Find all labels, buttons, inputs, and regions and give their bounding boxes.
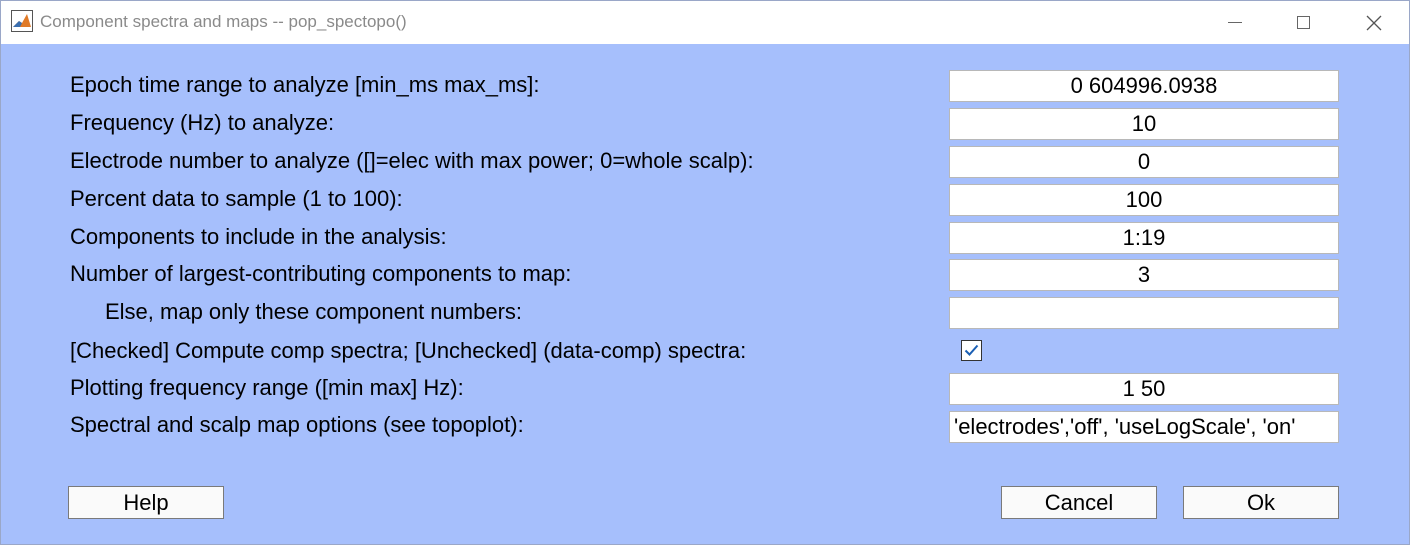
plot-frequency-range-input[interactable]: 1 50 (949, 373, 1339, 405)
epoch-range-label: Epoch time range to analyze [min_ms max_… (70, 72, 540, 97)
components-include-input[interactable]: 1:19 (949, 222, 1339, 254)
compute-spectra-label: [Checked] Compute comp spectra; [Uncheck… (70, 338, 747, 363)
topoplot-options-label: Spectral and scalp map options (see topo… (70, 412, 524, 437)
frequency-input[interactable]: 10 (949, 108, 1339, 140)
percent-data-input[interactable]: 100 (949, 184, 1339, 216)
percent-data-label: Percent data to sample (1 to 100): (70, 186, 403, 211)
maximize-button[interactable] (1274, 1, 1332, 44)
components-include-label: Components to include in the analysis: (70, 224, 447, 249)
ok-button[interactable]: Ok (1183, 486, 1339, 519)
largest-components-input[interactable]: 3 (949, 259, 1339, 291)
minimize-icon (1228, 22, 1242, 23)
electrode-number-label: Electrode number to analyze ([]=elec wit… (70, 148, 754, 173)
checkmark-icon (964, 344, 979, 356)
topoplot-options-input[interactable]: 'electrodes','off', 'useLogScale', 'on' (949, 411, 1339, 443)
electrode-number-input[interactable]: 0 (949, 146, 1339, 178)
compute-spectra-checkbox[interactable] (961, 340, 982, 361)
component-numbers-input[interactable] (949, 297, 1339, 329)
title-bar[interactable]: Component spectra and maps -- pop_specto… (1, 1, 1409, 44)
epoch-range-input[interactable]: 0 604996.0938 (949, 70, 1339, 102)
window-title: Component spectra and maps -- pop_specto… (40, 12, 407, 31)
frequency-label: Frequency (Hz) to analyze: (70, 110, 335, 135)
component-numbers-label: Else, map only these component numbers: (105, 299, 523, 324)
close-button[interactable] (1345, 1, 1403, 44)
minimize-button[interactable] (1206, 1, 1264, 44)
help-button[interactable]: Help (68, 486, 224, 519)
cancel-button[interactable]: Cancel (1001, 486, 1157, 519)
maximize-icon (1296, 16, 1310, 29)
plot-frequency-range-label: Plotting frequency range ([min max] Hz): (70, 375, 464, 400)
close-icon (1366, 15, 1382, 30)
largest-components-label: Number of largest-contributing component… (70, 261, 572, 286)
matlab-icon (11, 10, 33, 32)
